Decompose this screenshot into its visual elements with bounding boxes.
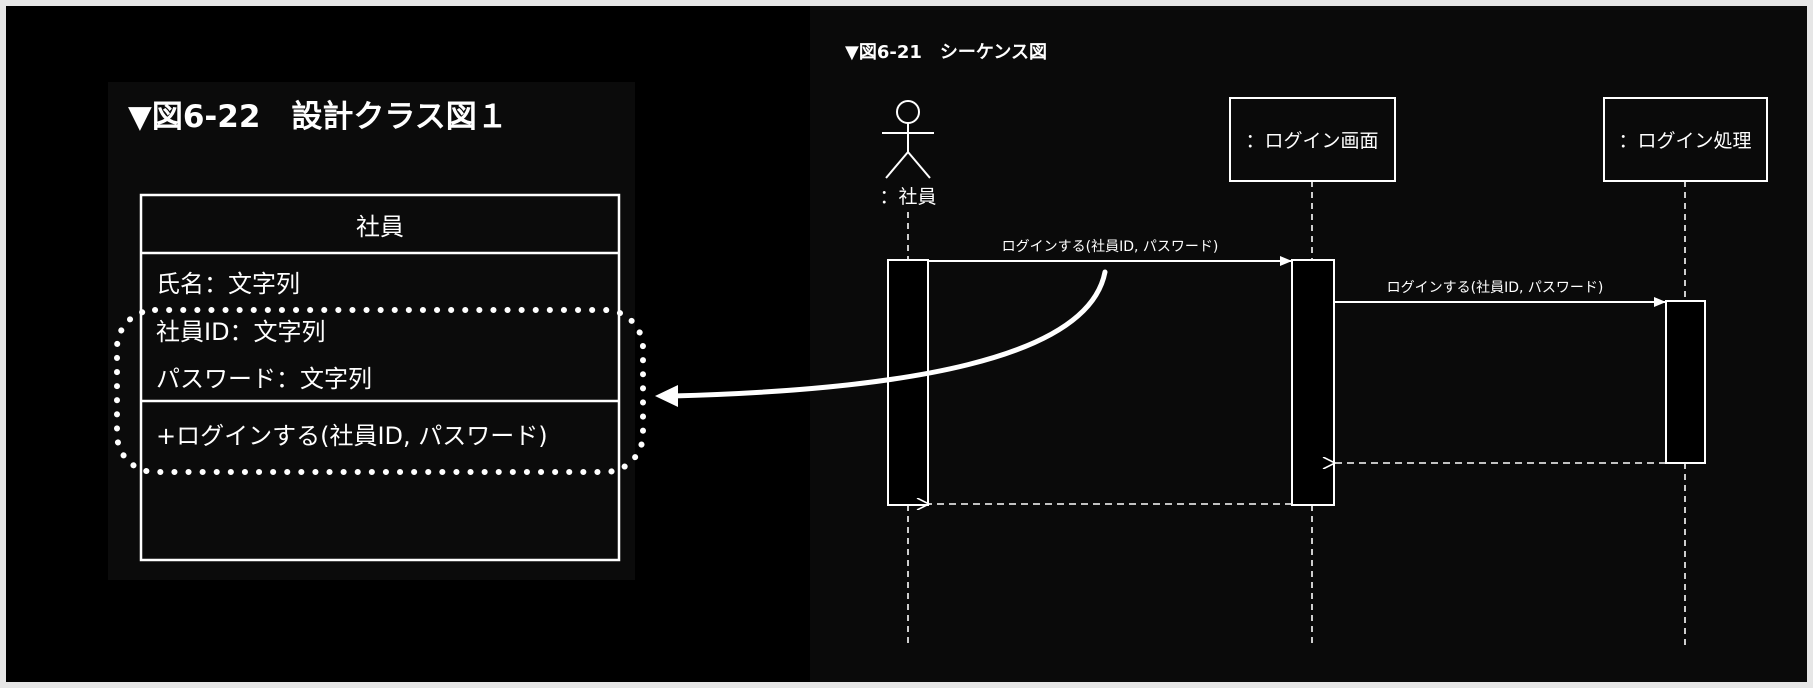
- class-attribute: パスワード：文字列: [156, 365, 372, 393]
- class-attribute: 氏名：文字列: [156, 270, 300, 298]
- activation-bars: [887, 259, 1706, 506]
- actor-stick-figure-icon: [882, 100, 934, 179]
- class-attribute: 社員ID：文字列: [156, 318, 326, 346]
- annotation-curved-arrow: [669, 269, 1108, 399]
- actor-label: ：社員: [879, 186, 936, 208]
- class-operation: +ログインする(社員ID, パスワード): [156, 422, 548, 450]
- lifelines: [907, 181, 1686, 648]
- lifeline-label-login-process: ：ログイン処理: [1618, 130, 1751, 152]
- lifeline-label-login-screen: ：ログイン画面: [1245, 130, 1378, 152]
- annotation-arrowhead-icon: [655, 385, 678, 407]
- sequence-figure-caption: ▼図6-21 シーケンス図: [845, 42, 1047, 63]
- class-box: [139, 193, 621, 562]
- class-figure-caption: ▼図6-22 設計クラス図１: [128, 99, 508, 135]
- message-label-2: ログインする(社員ID, パスワード): [1387, 280, 1604, 296]
- class-diagram-panel: [108, 82, 635, 580]
- message-label-1: ログインする(社員ID, パスワード): [1002, 239, 1219, 255]
- highlight-dotted-box: [114, 307, 646, 475]
- class-name: 社員: [356, 213, 404, 241]
